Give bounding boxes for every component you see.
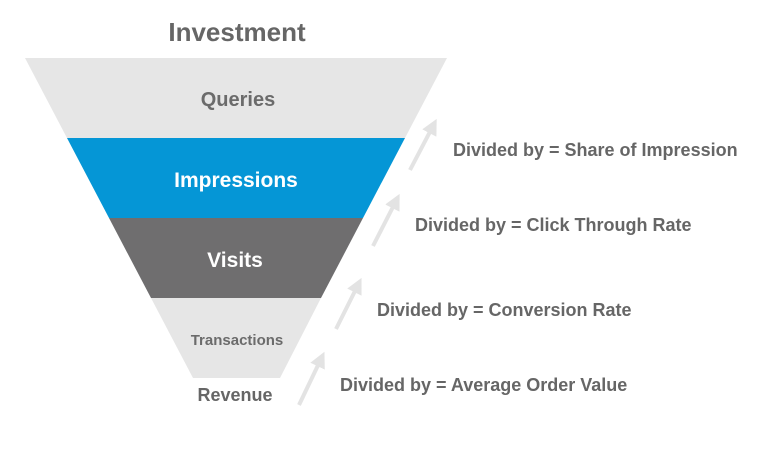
funnel-stage-visits [109, 218, 363, 298]
divisor-label: Divided by = Conversion Rate [377, 300, 632, 320]
funnel-stage-queries [25, 58, 447, 138]
divisor-label: Divided by = Average Order Value [340, 375, 627, 395]
diagram-title: Investment [168, 17, 306, 47]
stage-label-impressions: Impressions [174, 169, 298, 192]
funnel-stage-transactions [151, 298, 321, 378]
stage-label-queries: Queries [201, 89, 275, 111]
arrow-up-icon [297, 351, 325, 406]
arrow-up-icon [371, 193, 400, 247]
stage-label-revenue: Revenue [197, 385, 272, 405]
divisor-label: Divided by = Share of Impression [453, 140, 738, 160]
arrow-up-icon [334, 277, 362, 330]
divisor-label: Divided by = Click Through Rate [415, 215, 692, 235]
stage-label-visits: Visits [207, 249, 263, 272]
funnel-stage-impressions [67, 138, 405, 218]
arrow-up-icon [408, 118, 437, 171]
stage-label-transactions: Transactions [191, 332, 284, 349]
